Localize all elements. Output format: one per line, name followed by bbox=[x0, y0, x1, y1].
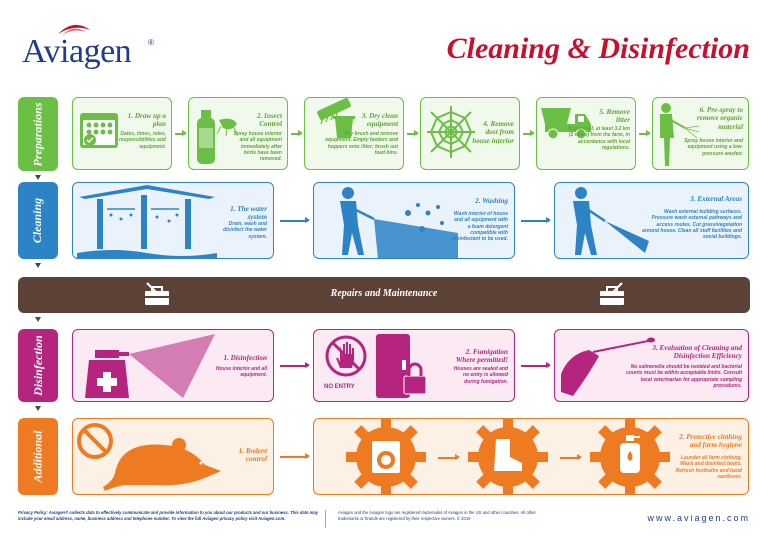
sprayer-person-icon bbox=[660, 103, 700, 166]
section-label-disinfection: Disinfection bbox=[18, 329, 58, 402]
privacy-policy: Privacy Policy: Aviagen® collects data t… bbox=[18, 510, 318, 521]
flow-arrow bbox=[280, 217, 310, 223]
clean-card-1: 1. The water system Drain, wash and disi… bbox=[72, 182, 274, 259]
clean-text-2: Wash interior of house and all equipment… bbox=[452, 211, 508, 242]
section-label-cleaning: Cleaning bbox=[18, 182, 58, 259]
website-link[interactable]: www.aviagen.com bbox=[647, 513, 750, 523]
no-entry-icon bbox=[325, 335, 367, 377]
no-entry-badge: NO ENTRY bbox=[324, 384, 355, 390]
flow-arrow bbox=[175, 130, 187, 136]
repairs-bar: Repairs and Maintenance bbox=[18, 277, 750, 313]
prep-title-1: Draw up a plan bbox=[134, 112, 166, 129]
aviagen-logo bbox=[20, 20, 160, 80]
prep-card-1: 1. Draw up a plan Dates, times, roles, r… bbox=[72, 97, 172, 170]
cobweb-icon bbox=[427, 106, 475, 158]
additional-card-1: 1. Rodent control bbox=[72, 418, 274, 495]
calendar-icon bbox=[80, 113, 118, 148]
brush-bucket-icon bbox=[317, 98, 355, 138]
water-house-icon bbox=[77, 185, 217, 258]
disinf-text-1: House interior and all equipment. bbox=[215, 366, 267, 379]
swab-icon bbox=[561, 337, 655, 396]
clean-text-1: Drain, wash and disinfect the water syst… bbox=[223, 221, 267, 240]
locked-door-icon bbox=[376, 334, 427, 398]
disinfect-spray-icon bbox=[85, 334, 215, 398]
brand-reg: ® bbox=[148, 38, 154, 47]
sanitiser-gear-icon bbox=[590, 419, 670, 494]
flow-arrow bbox=[521, 217, 551, 223]
prep-card-5: 5. Remove litter Dispose of, at least 3.… bbox=[536, 97, 636, 170]
additional-card-2: 2. Protective clothing and farm hygiene … bbox=[313, 418, 749, 495]
prep-text-5: Dispose of, at least 3.2 km (2 miles) fr… bbox=[567, 126, 630, 151]
flow-arrow bbox=[523, 130, 535, 136]
footer-divider bbox=[325, 510, 326, 528]
flow-arrow bbox=[280, 362, 310, 368]
prep-text-1: Dates, times, roles, responsibilities an… bbox=[119, 131, 166, 150]
down-arrow bbox=[35, 175, 41, 180]
disinf-card-2: NO ENTRY 2. Fumigation Where permitted! … bbox=[313, 329, 515, 402]
toolbox-icon bbox=[600, 282, 624, 305]
clean-card-2: 2. Washing Wash interior of house and al… bbox=[313, 182, 515, 259]
logo-swoosh-icon bbox=[58, 24, 90, 35]
spray-can-icon bbox=[197, 110, 238, 164]
external-wash-icon bbox=[573, 187, 649, 255]
boot-gear-icon bbox=[468, 419, 548, 494]
down-arrow bbox=[35, 406, 41, 411]
down-arrow bbox=[35, 263, 41, 268]
legal-text: Aviagen and the Aviagen logo are registe… bbox=[338, 510, 536, 521]
prep-text-6: Spray house interior and equipment using… bbox=[684, 138, 743, 157]
page-title: Cleaning & Disinfection bbox=[446, 32, 750, 65]
repairs-label: Repairs and Maintenance bbox=[330, 288, 438, 299]
disinf-card-3: 3. Evaluation of Cleaning and Disinfecti… bbox=[554, 329, 749, 402]
washing-person-icon bbox=[340, 187, 458, 258]
prep-card-4: 4. Remove dust from house interior bbox=[420, 97, 520, 170]
toolbox-icon bbox=[145, 282, 169, 305]
flow-arrow bbox=[521, 362, 551, 368]
prep-card-6: 6. Pre-spray to remove organic material … bbox=[652, 97, 749, 170]
disinf-text-3: No salmonella should be isolated and bac… bbox=[626, 364, 742, 389]
disinf-card-1: 1. Disinfection House interior and all e… bbox=[72, 329, 274, 402]
prep-card-3: 3. Dry clean equipment Dry brush and rem… bbox=[304, 97, 404, 170]
flow-arrow bbox=[560, 454, 582, 460]
washing-machine-gear-icon bbox=[346, 419, 426, 494]
rodent-icon bbox=[77, 423, 221, 491]
disinf-text-2: Houses are sealed and no entry is allowe… bbox=[453, 366, 508, 385]
flow-arrow bbox=[639, 130, 651, 136]
dump-truck-icon bbox=[541, 108, 591, 140]
prep-text-2: Spray house interior and all equipment i… bbox=[233, 131, 282, 162]
additional-text-2: Launder all farm clothing. Wash and disi… bbox=[675, 455, 742, 480]
flow-arrow bbox=[407, 130, 419, 136]
prep-card-2: 2. Insect Control Spray house interior a… bbox=[188, 97, 288, 170]
flow-arrow bbox=[291, 130, 303, 136]
section-label-additional: Additional bbox=[18, 418, 58, 495]
brand-name: Aviagen bbox=[22, 33, 132, 70]
clean-card-3: 3. External Areas Wash external building… bbox=[554, 182, 749, 259]
section-label-preparations: Preparations bbox=[18, 97, 58, 171]
prep-text-3: Dry brush and remove equipment. Empty fe… bbox=[325, 131, 398, 156]
clean-text-3: Wash external building surfaces. Pressur… bbox=[642, 209, 742, 240]
down-arrow bbox=[35, 317, 41, 322]
flow-arrow bbox=[438, 454, 460, 460]
flow-arrow bbox=[280, 453, 310, 459]
